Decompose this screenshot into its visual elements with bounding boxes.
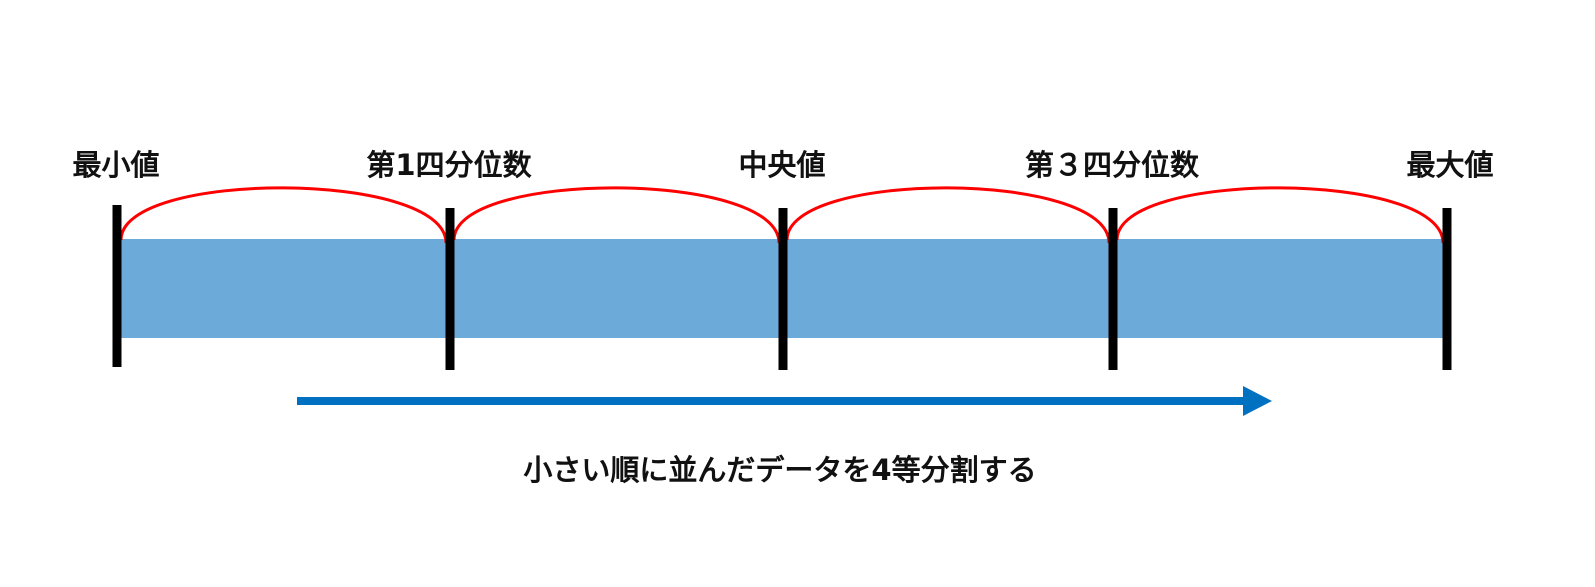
quartile-arc [452,186,781,244]
arrow-head [1243,386,1272,416]
caption: 小さい順に並んだデータを4等分割する [523,453,1037,487]
quartile-arc [119,186,448,244]
label-first-quartile: 第1四分位数 [366,148,532,182]
quartile-arc [1115,186,1445,244]
label-median: 中央値 [738,148,826,182]
label-third-quartile: 第３四分位数 [1024,148,1200,182]
label-minimum: 最小値 [72,148,160,182]
label-maximum: 最大値 [1406,148,1494,182]
quartile-arc [785,186,1111,244]
